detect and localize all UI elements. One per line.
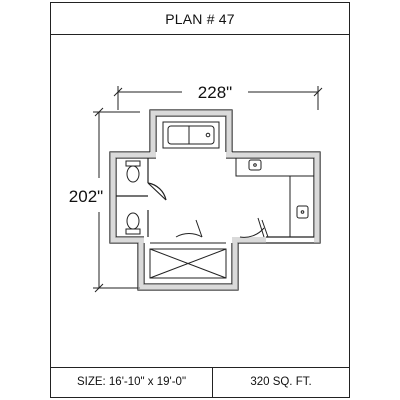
toilet-upper xyxy=(125,160,141,183)
bathtub-outer xyxy=(162,121,220,149)
wall-band-right-top xyxy=(226,152,320,158)
toilet-upper-tank xyxy=(125,160,141,167)
size-label: SIZE: 16'-10" x 19'-0" xyxy=(51,368,213,397)
vanity xyxy=(235,158,314,237)
stall-door-leaf xyxy=(147,182,167,201)
toilet-stalls xyxy=(116,158,167,237)
wall-band-left xyxy=(110,152,116,243)
wall-band-shower-right xyxy=(232,237,238,290)
entry-door-jamb xyxy=(261,219,269,238)
wall-band-top xyxy=(150,110,232,116)
wall-band-bottom-left xyxy=(110,237,144,243)
width-dimension xyxy=(113,86,323,110)
right-inner-wall xyxy=(226,157,315,238)
width-dimension-label: 228" xyxy=(198,83,232,102)
depth-dimension-label: 202" xyxy=(69,187,103,206)
plan-sheet: PLAN # 47 SIZE: 16'-10" x 19'-0" 320 SQ.… xyxy=(50,2,350,398)
wall-band-alcove-right xyxy=(226,110,232,158)
doors xyxy=(175,217,269,238)
shower-door-swing xyxy=(175,233,203,238)
wall-band-bottom xyxy=(138,284,238,290)
entry-door-leaf xyxy=(257,217,265,238)
toilet-lower-tank xyxy=(125,228,141,235)
wall-band-left-top xyxy=(110,152,156,158)
shower xyxy=(149,242,227,279)
shower-door-leaf xyxy=(195,219,203,238)
shower-pan xyxy=(149,248,227,279)
plan-title: PLAN # 47 xyxy=(51,3,349,35)
depth-dimension xyxy=(93,107,140,293)
bathtub xyxy=(162,121,220,149)
shower-diagonal-2 xyxy=(149,248,227,279)
toilet-upper-bowl xyxy=(126,165,140,183)
depth-tick-bottom xyxy=(94,283,104,293)
wall-band-alcove-left xyxy=(150,110,156,158)
wall-band-bottom-right xyxy=(238,237,266,243)
stall-door-swing xyxy=(147,182,167,201)
bathtub-drain xyxy=(205,132,211,138)
vanity-counter xyxy=(235,158,314,237)
tub-alcove-inner-wall xyxy=(155,115,227,152)
area-label: 320 SQ. FT. xyxy=(250,376,312,388)
toilet-lower-bowl xyxy=(126,212,140,230)
sink-right-drain xyxy=(300,210,305,214)
sink-upper-drain xyxy=(253,163,257,167)
wall-band-shower-left xyxy=(138,237,144,290)
bathtub-basin xyxy=(167,125,215,145)
left-inner-wall xyxy=(115,157,156,238)
depth-tick-top xyxy=(94,107,104,117)
footer: SIZE: 16'-10" x 19'-0" 320 SQ. FT. xyxy=(51,367,349,397)
toilet-lower xyxy=(125,212,141,235)
entry-door-swing xyxy=(239,227,265,238)
width-tick-left xyxy=(113,87,123,97)
wall-hatching xyxy=(110,110,320,290)
wall-band-right xyxy=(314,152,320,243)
sink-upper xyxy=(248,159,262,171)
width-tick-right xyxy=(313,87,323,97)
sink-right xyxy=(296,205,309,219)
